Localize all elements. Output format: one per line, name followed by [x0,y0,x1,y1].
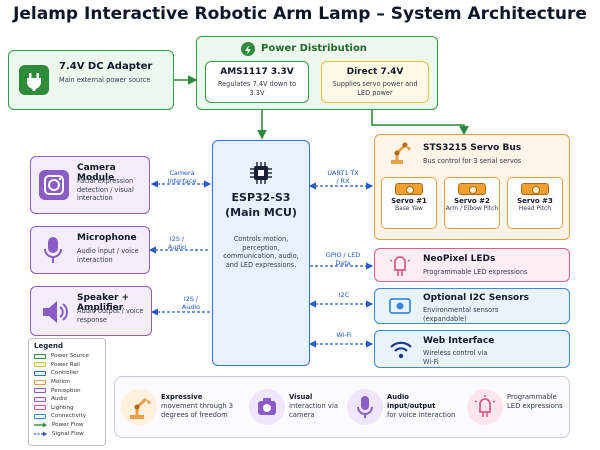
servo-icon [395,183,423,195]
microphone-desc: Audio input / voice interaction [77,247,139,264]
i2c-sensors-block: Optional I2C Sensors Environmental senso… [374,288,570,324]
speaker-desc: Audio output / voice response [77,307,144,324]
legend-item: Connectivity [34,412,100,421]
camera-link-label: Camera Interface [167,169,197,185]
wifi-icon [389,340,413,360]
servo-1-card: Servo #1 Base Yaw [381,177,437,229]
legend-item: Power Rail [34,361,100,370]
neopixel-desc: Programmable LED expressions [423,268,528,276]
legend-item: Motion [34,378,100,387]
direct-7v4-desc: Supplies servo power and LED power [332,80,418,97]
legend-item: Audio [34,395,100,404]
wifi-link-label: Wi-Fi [336,331,352,339]
feature-4: Programmable LED expressions [507,393,563,410]
chip-icon [249,161,273,185]
servo-3-name: Servo #3 [517,197,553,205]
web-interface-block: Web Interface Wireless control via Wi-Fi [374,330,570,368]
esp32-block: ESP32-S3 (Main MCU) Controls motion, per… [212,140,310,366]
sensor-icon [389,297,411,315]
speaker-title: Speaker + Amplifier [77,293,130,313]
robot-arm-icon [389,139,413,165]
speaker-link-label: I2S / Audio [181,295,201,311]
web-desc: Wireless control via Wi-Fi [423,349,488,366]
ams1117-title: AMS1117 3.3V [220,67,294,77]
servo-bus-desc: Bus control for 3 serial servos [423,157,522,165]
servo-icon [521,183,549,195]
servo-icon [458,183,486,195]
speaker-block: Speaker + Amplifier Audio output / voice… [30,286,152,336]
camera-block: Camera Module Facial expression detectio… [30,156,150,214]
led-icon [389,254,411,278]
esp32-title: ESP32-S3 [231,191,291,204]
servo-bus-block: STS3215 Servo Bus Bus control for 3 seri… [374,134,570,240]
web-title: Web Interface [423,336,495,346]
microphone-icon [41,235,65,265]
legend-item: Power Flow [34,421,100,430]
mic-link-label: I2S / Audio [167,235,187,251]
page-title: Jelamp Interactive Robotic Arm Lamp – Sy… [13,4,587,24]
camera-icon [39,170,69,200]
legend-title: Legend [34,342,63,350]
i2c-desc: Environmental sensors (expandable) [423,306,499,323]
camera-icon [249,389,285,425]
servo-2-role: Arm / Elbow Pitch [445,205,499,212]
led-icon [467,389,503,425]
power-flow-servo [371,110,469,136]
dc-adapter-title: 7.4V DC Adapter [59,61,153,72]
legend-item: Signal Flow [34,429,100,438]
microphone-title: Microphone [77,233,137,243]
neopixel-block: NeoPixel LEDs Programmable LED expressio… [374,248,570,282]
esp32-subtitle: (Main MCU) [225,206,297,219]
ams1117-block: AMS1117 3.3V Regulates 7.4V down to 3.3V [205,61,309,103]
power-distribution-block: Power Distribution AMS1117 3.3V Regulate… [196,36,438,110]
servo-bus-title: STS3215 Servo Bus [423,143,522,153]
legend-item: Lighting [34,404,100,413]
direct-7v4-block: Direct 7.4V Supplies servo power and LED… [321,61,429,103]
microphone-icon [347,389,383,425]
camera-title: Camera Module [77,163,116,183]
servo-3-role: Head Pitch [518,205,552,212]
i2c-link-label: I2C [338,291,350,299]
neopixel-link-label: GPIO / LED Data [325,251,361,267]
robot-arm-icon [121,389,157,425]
camera-desc: Facial expression detection / visual int… [77,177,134,203]
legend-item: Controller [34,369,100,378]
legend: Legend Power Source Power Rail Controlle… [28,338,106,446]
power-distribution-title: Power Distribution [261,43,367,54]
neopixel-title: NeoPixel LEDs [423,254,496,264]
plug-icon [19,65,49,95]
microphone-block: Microphone Audio input / voice interacti… [30,226,150,274]
servo-3-card: Servo #3 Head Pitch [507,177,563,229]
servo-1-name: Servo #1 [391,197,427,205]
direct-7v4-title: Direct 7.4V [346,67,404,77]
legend-item: Power Source [34,352,100,361]
servo-1-role: Base Yaw [395,205,423,212]
servo-link-label: UART1 TX / RX [327,169,359,185]
lightning-icon [241,42,255,56]
i2c-title: Optional I2C Sensors [423,293,530,303]
servo-2-card: Servo #2 Arm / Elbow Pitch [444,177,500,229]
esp32-desc: Controls motion, perception, communicati… [223,235,299,269]
dc-adapter-desc: Main external power source [59,76,151,84]
servo-2-name: Servo #2 [454,197,490,205]
ams1117-desc: Regulates 7.4V down to 3.3V [217,80,297,97]
legend-item: Perception [34,386,100,395]
dc-adapter-block: 7.4V DC Adapter Main external power sour… [8,50,174,110]
speaker-icon [39,297,69,327]
